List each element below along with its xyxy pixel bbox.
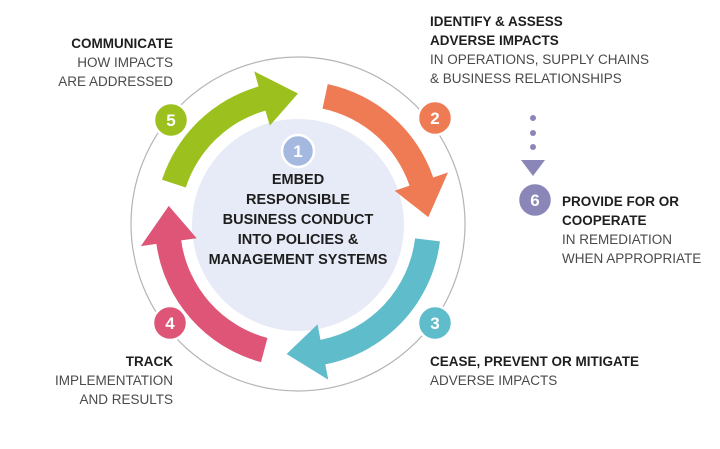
step-2-subtitle: IN OPERATIONS, SUPPLY CHAINS xyxy=(430,52,650,67)
step-1-line: MANAGEMENT SYSTEMS xyxy=(208,252,388,268)
arrow-step-2 xyxy=(322,84,449,218)
step-5-subtitle: HOW IMPACTS xyxy=(77,55,173,70)
step-2-subtitle: & BUSINESS RELATIONSHIPS xyxy=(430,71,622,86)
step-1-line: RESPONSIBLE xyxy=(246,192,350,208)
badge-circle xyxy=(516,181,554,219)
step-2-title: IDENTIFY & ASSESS xyxy=(430,14,563,29)
step-1-line: EMBED xyxy=(271,172,325,188)
step-6-badge: 6 xyxy=(516,181,554,219)
step-3-label: CEASE, PREVENT OR MITIGATE ADVERSE IMPAC… xyxy=(430,352,639,390)
step-2-title: ADVERSE IMPACTS xyxy=(430,33,559,48)
step-4-label: TRACK IMPLEMENTATION AND RESULTS xyxy=(40,352,173,409)
step-1-line: BUSINESS CONDUCT xyxy=(222,212,374,228)
badge-number: 4 xyxy=(165,314,175,333)
step-4-title: TRACK xyxy=(125,354,173,369)
connector-dot xyxy=(530,115,536,121)
step-5-title: COMMUNICATE xyxy=(71,36,173,51)
badge-number: 6 xyxy=(530,191,539,210)
step-5-subtitle: ARE ADDRESSED xyxy=(58,74,173,89)
inner-circle xyxy=(192,119,404,331)
step-6-title: PROVIDE FOR OR xyxy=(562,194,680,209)
step-6-label: PROVIDE FOR OR COOPERATE IN REMEDIATION … xyxy=(562,192,701,268)
step-4-subtitle: AND RESULTS xyxy=(79,392,173,407)
arrow-step-3 xyxy=(286,238,440,380)
arrow-step-5 xyxy=(161,71,298,188)
step-6-subtitle: IN REMEDIATION xyxy=(562,232,673,247)
step-1-text: EMBED RESPONSIBLE BUSINESS CONDUCT INTO … xyxy=(208,170,388,270)
badge-circle xyxy=(152,101,190,139)
badge-circle xyxy=(416,99,454,137)
step-3-badge: 3 xyxy=(416,304,454,342)
connector-arrowhead xyxy=(521,160,545,176)
step-4-badge: 4 xyxy=(151,304,189,342)
badge-circle xyxy=(280,133,316,169)
connector-dot xyxy=(530,144,536,150)
badge-number: 3 xyxy=(430,314,439,333)
badge-circle xyxy=(416,304,454,342)
step-5-label: COMMUNICATE HOW IMPACTS ARE ADDRESSED xyxy=(30,34,173,91)
badge-circle xyxy=(151,304,189,342)
step-2-badge: 2 xyxy=(416,99,454,137)
outer-ring xyxy=(130,56,466,392)
badge-number: 1 xyxy=(293,142,302,161)
step-1-line: INTO POLICIES & xyxy=(237,232,359,248)
badge-number: 5 xyxy=(166,111,175,130)
step-2-label: IDENTIFY & ASSESS ADVERSE IMPACTS IN OPE… xyxy=(430,12,649,88)
step-3-subtitle: ADVERSE IMPACTS xyxy=(430,373,558,388)
step-1-badge: 1 xyxy=(280,133,316,169)
connector-dot xyxy=(530,130,536,136)
step-4-subtitle: IMPLEMENTATION xyxy=(54,373,173,388)
badge-number: 2 xyxy=(430,109,439,128)
connector-dots xyxy=(521,115,545,176)
step-5-badge: 5 xyxy=(152,101,190,139)
arrow-step-4 xyxy=(140,205,268,363)
step-6-title: COOPERATE xyxy=(562,213,647,228)
step-3-title: CEASE, PREVENT OR MITIGATE xyxy=(430,354,640,369)
step-6-subtitle: WHEN APPROPRIATE xyxy=(562,251,702,266)
